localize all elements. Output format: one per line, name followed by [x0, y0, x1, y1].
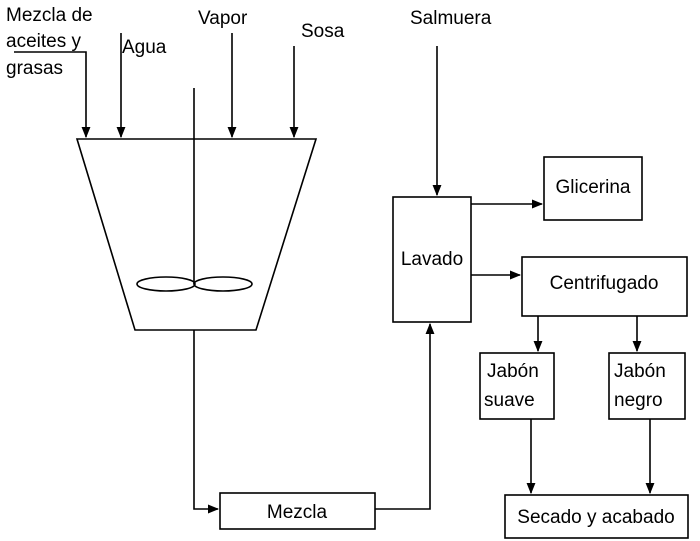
input-oils-label-3: grasas: [6, 58, 63, 79]
black-soap-label-1: Jabón: [614, 361, 666, 382]
black-soap-box: [608, 352, 686, 420]
soft-soap-label-1: Jabón: [487, 361, 539, 382]
input-oils-label-1: Mezcla de: [6, 5, 93, 26]
washing-label: Lavado: [401, 249, 463, 270]
drying-box: [504, 494, 689, 539]
reactor-vessel: [75, 138, 318, 331]
centrifuge-label: Centrifugado: [550, 273, 659, 294]
input-water-label: Agua: [122, 37, 167, 58]
soft-soap-box: [479, 352, 555, 420]
centrifuge-box: [521, 256, 688, 317]
mixture-box: [219, 492, 376, 530]
glycerin-box: [543, 156, 643, 221]
input-brine-label: Salmuera: [410, 8, 492, 29]
drying-label: Secado y acabado: [517, 507, 674, 528]
stirrer-blade-right: [193, 276, 253, 292]
input-oils-label-2: aceites y: [6, 31, 81, 52]
mixture-label: Mezcla: [267, 502, 328, 523]
washing-box: [392, 196, 472, 323]
glycerin-label: Glicerina: [556, 177, 631, 198]
stirrer-blade-left: [136, 276, 196, 292]
input-steam-label: Vapor: [198, 8, 248, 29]
oils-input-arrow: [14, 51, 91, 139]
black-soap-label-2: negro: [614, 390, 663, 411]
mixture-to-washing-arrow: [375, 322, 435, 510]
reactor-to-mixture-arrow: [193, 330, 220, 514]
soft-soap-label-2: suave: [484, 390, 535, 411]
input-soda-label: Sosa: [301, 21, 345, 42]
